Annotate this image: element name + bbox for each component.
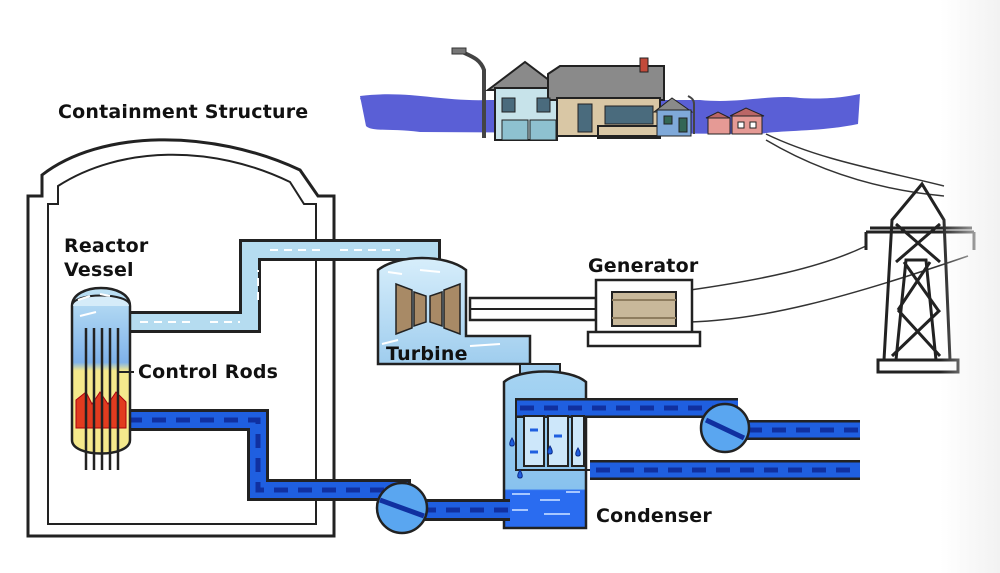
turbine-label: Turbine (386, 343, 468, 365)
control-rods-label: Control Rods (138, 361, 278, 383)
generator (586, 278, 702, 348)
house-main (485, 57, 665, 141)
generator-label: Generator (588, 255, 699, 277)
house-small (652, 97, 694, 137)
power-lines (689, 133, 969, 323)
feedwater-loop (126, 409, 510, 535)
reactor-vessel-label-line2: Vessel (64, 259, 134, 281)
streetlamp-head (451, 47, 467, 55)
distant-buildings (705, 107, 765, 135)
condenser-label: Condenser (596, 505, 712, 527)
control-rods (84, 328, 120, 470)
town-scene (360, 47, 860, 141)
turbine (376, 256, 532, 366)
containment-label: Containment Structure (58, 101, 308, 123)
cooling-loop (509, 398, 860, 480)
far-lamp (687, 95, 695, 134)
right-edge-fade (940, 0, 1000, 573)
reactor-vessel-label-line1: Reactor (64, 235, 149, 257)
reactor-vessel (70, 286, 132, 470)
